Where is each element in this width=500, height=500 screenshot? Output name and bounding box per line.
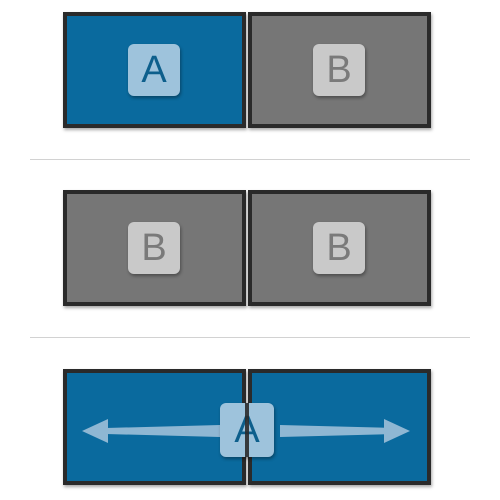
row2-right-monitor: B — [248, 190, 431, 306]
arrow-right-head — [384, 419, 410, 443]
row2-right-badge: B — [313, 222, 365, 274]
row-divider-2 — [30, 337, 470, 338]
row1-left-badge: A — [128, 44, 180, 96]
bezel-seam — [245, 403, 249, 457]
row1-right-monitor: B — [248, 12, 431, 128]
arrow-right-shaft — [280, 425, 394, 437]
row1-left-monitor: A — [63, 12, 246, 128]
row-divider-1 — [30, 159, 470, 160]
row2-left-monitor: B — [63, 190, 246, 306]
arrow-left-shaft — [106, 425, 220, 437]
arrow-left-head — [82, 419, 108, 443]
row2-left-badge: B — [128, 222, 180, 274]
row1-right-badge: B — [313, 44, 365, 96]
